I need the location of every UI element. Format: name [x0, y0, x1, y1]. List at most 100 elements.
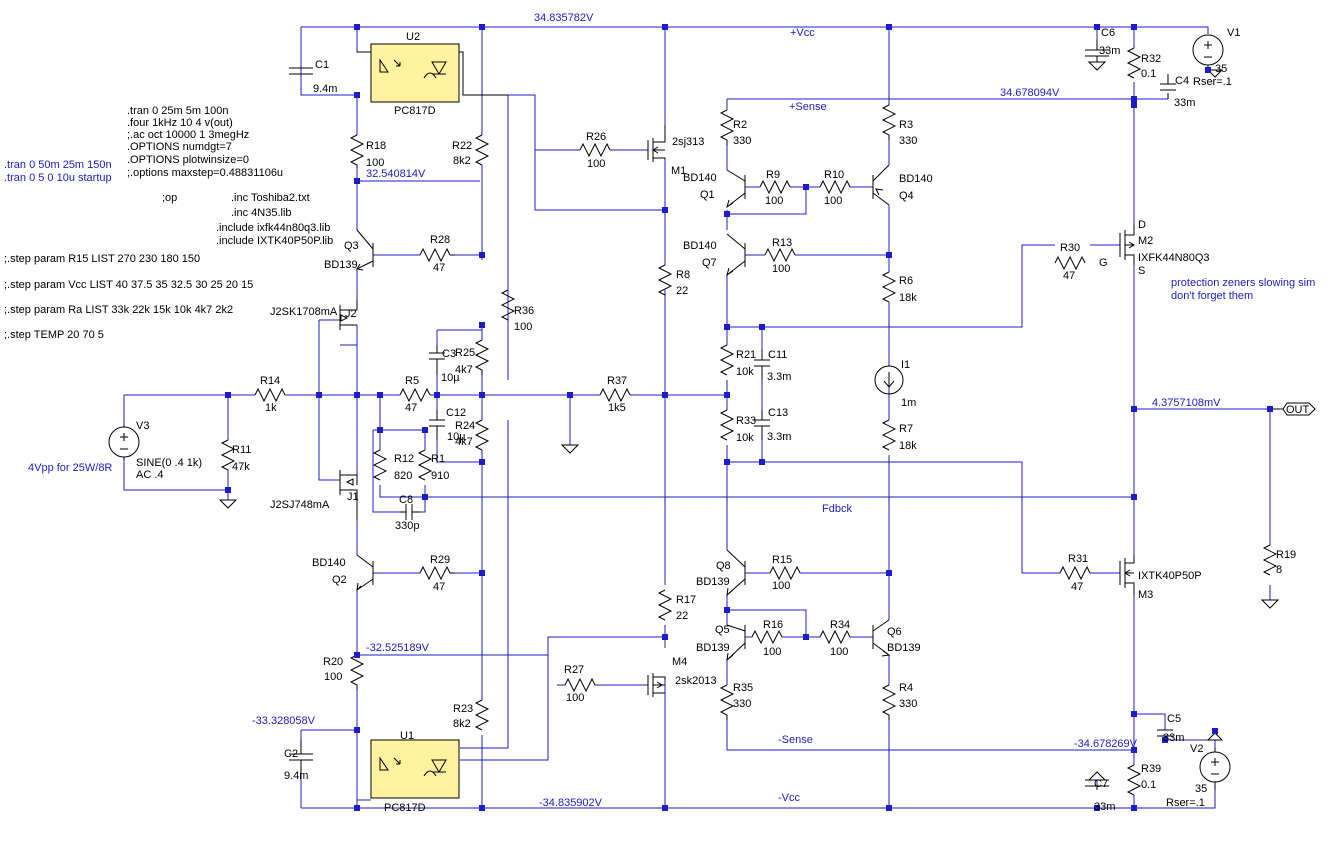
- c6-name: C6: [1101, 27, 1115, 39]
- m2-d: D: [1138, 219, 1146, 231]
- i1-name: I1: [901, 359, 910, 371]
- r7-name: R7: [899, 423, 913, 435]
- r17-name: R17: [676, 594, 696, 606]
- r21-name: R21: [736, 349, 756, 361]
- j1-symbol: [339, 470, 358, 520]
- u2-value: PC817D: [394, 105, 436, 117]
- j1-name: J1: [347, 491, 359, 503]
- directive-step-r15: ;.step param R15 LIST 270 230 180 150: [4, 253, 200, 265]
- v2-rser: Rser=.1: [1166, 797, 1205, 809]
- r27-value: 100: [566, 692, 584, 704]
- m2-symbol: [1119, 225, 1135, 265]
- q7-name: Q7: [702, 257, 717, 269]
- r17-symbol: [657, 589, 673, 621]
- v1-symbol: [1192, 34, 1224, 66]
- r12-value: 820: [394, 470, 412, 482]
- c2-name: C2: [284, 748, 298, 760]
- r1-value: 910: [431, 470, 449, 482]
- c12-symbol: [429, 410, 445, 440]
- c8-value: 330p: [395, 520, 419, 532]
- q7-symbol: [726, 233, 746, 277]
- r33-name: R33: [736, 415, 756, 427]
- directive-ac: ;.ac oct 10000 1 3megHz: [127, 129, 249, 141]
- r28-value: 47: [433, 262, 445, 274]
- m1-value: 2sj313: [672, 136, 704, 148]
- r9-value: 100: [765, 195, 783, 207]
- r13-symbol: [764, 247, 796, 263]
- u1-value: PC817D: [384, 802, 426, 814]
- u1-symbol: [370, 739, 460, 799]
- c12-name: C12: [446, 407, 466, 419]
- r37-name: R37: [607, 375, 627, 387]
- net-out-voltage: 4.3757108mV: [1152, 397, 1221, 409]
- r26-value: 100: [587, 158, 605, 170]
- m4-value: 2sk2013: [675, 675, 717, 687]
- q8-symbol: [726, 549, 746, 597]
- directive-tran-alt2: .tran 0 5 0 10u startup: [4, 172, 112, 184]
- r29-symbol: [419, 565, 455, 581]
- r28-name: R28: [430, 234, 450, 246]
- r25-symbol: [474, 339, 490, 375]
- q6-value: BD139: [887, 642, 921, 654]
- r17-value: 22: [676, 610, 688, 622]
- c11-symbol: [754, 350, 770, 380]
- v3-value: SINE(0 .4 1k): [136, 457, 202, 469]
- r15-symbol: [769, 565, 801, 581]
- m4-name: M4: [672, 656, 687, 668]
- net-vcc-name: +Vcc: [790, 27, 815, 39]
- r23-value: 8k2: [453, 718, 471, 730]
- r2-symbol: [719, 109, 735, 145]
- r35-name: R35: [733, 682, 753, 694]
- r3-name: R3: [899, 119, 913, 131]
- q6-name: Q6: [887, 626, 902, 638]
- r6-value: 18k: [899, 292, 917, 304]
- r30-value: 47: [1063, 270, 1075, 282]
- r6-name: R6: [899, 275, 913, 287]
- q4-name: Q4: [899, 190, 914, 202]
- m1-name: M1: [671, 165, 686, 177]
- q6-symbol: [872, 619, 891, 657]
- directive-four: .four 1kHz 10 4 v(out): [127, 117, 233, 129]
- q2-symbol: [356, 554, 374, 592]
- r22-symbol: [474, 134, 490, 166]
- i1-value: 1m: [901, 397, 916, 409]
- m2-s: S: [1138, 265, 1145, 277]
- r31-name: R31: [1068, 553, 1088, 565]
- c5-name: C5: [1167, 713, 1181, 725]
- note-4vpp: 4Vpp for 25W/8R: [28, 462, 112, 474]
- r19-symbol: [1262, 544, 1278, 576]
- v2-symbol: [1199, 751, 1231, 783]
- directive-step-vcc: ;.step param Vcc LIST 40 37.5 35 32.5 30…: [4, 279, 253, 291]
- c12-value: 10µ: [447, 431, 466, 443]
- r23-name: R23: [453, 703, 473, 715]
- r32-value: 0.1: [1141, 68, 1156, 80]
- c4-symbol: [1160, 74, 1176, 99]
- directive-numdgt: .OPTIONS numdgt=7: [127, 141, 232, 153]
- r34-name: R34: [830, 619, 850, 631]
- r18-name: R18: [366, 140, 386, 152]
- c3-name: C3: [442, 348, 456, 360]
- directive-maxstep: ;.options maxstep=0.48831106u: [127, 167, 283, 179]
- r33-value: 10k: [736, 432, 754, 444]
- directive-step-temp: ;.step TEMP 20 70 5: [4, 329, 104, 341]
- q8-name: Q8: [716, 560, 731, 572]
- c7-name: C7: [1094, 778, 1108, 790]
- directive-op: ;op: [162, 192, 177, 204]
- r21-symbol: [719, 344, 735, 376]
- c13-value: 3.3m: [767, 431, 791, 443]
- r4-value: 330: [899, 698, 917, 710]
- j2-value: J2SK1708mA: [270, 306, 338, 318]
- c4-value: 33m: [1174, 97, 1195, 109]
- net-r20-voltage: -32.525189V: [366, 642, 430, 654]
- c8-symbol: [400, 504, 420, 520]
- directive-tran-main: .tran 0 25m 5m 100n: [127, 105, 229, 117]
- symbols: [108, 34, 1316, 799]
- r14-value: 1k: [265, 402, 277, 414]
- net-sense-neg-voltage: -34.678269V: [1074, 738, 1138, 750]
- r34-symbol: [819, 629, 851, 645]
- r20-name: R20: [323, 656, 343, 668]
- junction-nodes: [225, 24, 1273, 811]
- c13-symbol: [754, 410, 770, 440]
